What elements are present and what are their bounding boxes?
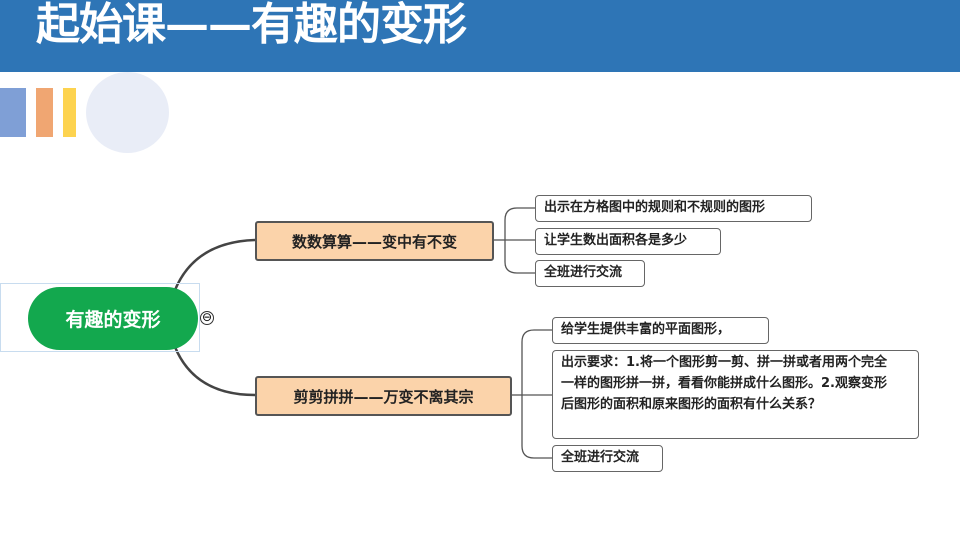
connector-root-branch2 — [173, 346, 256, 397]
decor-bar-blue — [0, 88, 26, 137]
leaf-node[interactable]: 出示要求：1.将一个图形剪一剪、拼一拼或者用两个完全一样的图形拼一拼，看看你能拼… — [552, 350, 919, 439]
root-node[interactable]: 有趣的变形 — [28, 287, 198, 350]
connector-root-branch1 — [173, 238, 256, 291]
leaf-node[interactable]: 给学生提供丰富的平面图形， — [552, 317, 769, 344]
decor-circle — [86, 72, 169, 153]
decor-bar-orange — [36, 88, 53, 137]
root-selection-frame — [0, 283, 200, 352]
branch-node-1[interactable]: 数数算算——变中有不变 — [255, 221, 494, 261]
collapse-icon[interactable]: ⊖ — [200, 310, 214, 325]
leaf-node[interactable]: 出示在方格图中的规则和不规则的图形 — [535, 195, 812, 222]
branch-node-2[interactable]: 剪剪拼拼——万变不离其宗 — [255, 376, 512, 416]
title-bar: 起始课——有趣的变形 — [0, 0, 960, 72]
leaf-node[interactable]: 让学生数出面积各是多少 — [535, 228, 721, 255]
slide-title: 起始课——有趣的变形 — [36, 0, 467, 50]
leaf-node[interactable]: 全班进行交流 — [535, 260, 645, 287]
decor-bar-yellow — [63, 88, 76, 137]
leaf-node[interactable]: 全班进行交流 — [552, 445, 663, 472]
